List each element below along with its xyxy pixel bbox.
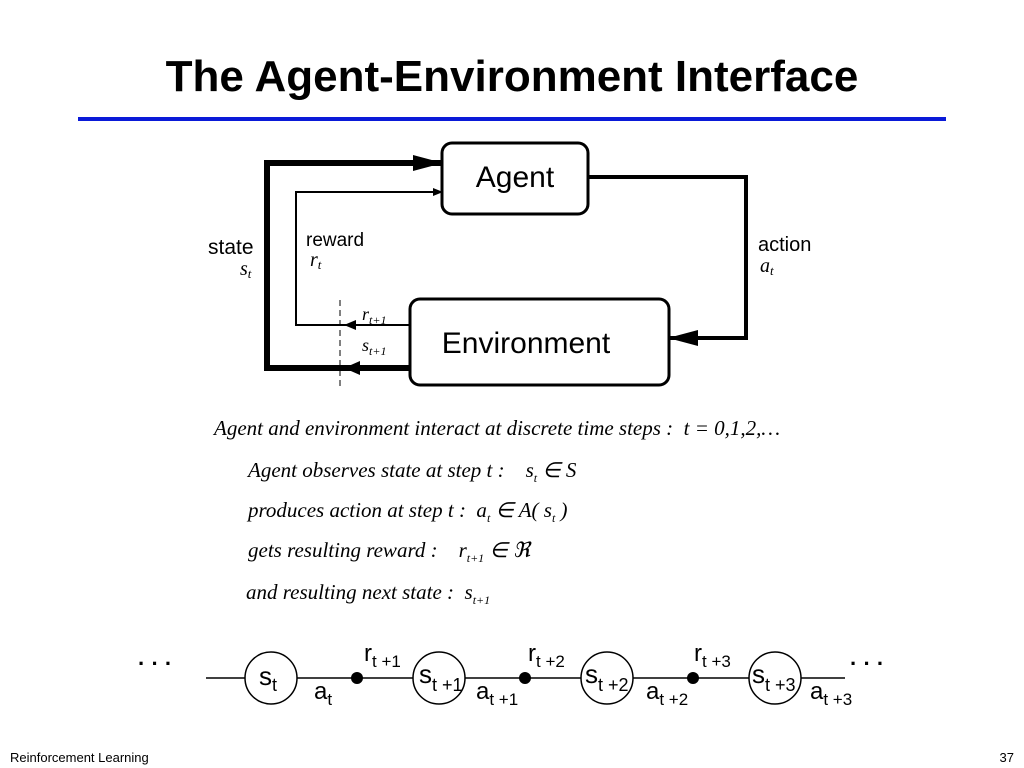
svg-text:st +2: st +2: [585, 659, 629, 695]
seq-state-symbol: s: [585, 659, 598, 689]
next-reward-subscript: t+1: [369, 313, 386, 327]
equation-line-2: Agent observes state at step t : st ∈ S: [248, 458, 576, 486]
state-node: [412, 651, 466, 705]
seq-state-subscript: t +3: [765, 675, 796, 695]
state-label: state: [208, 236, 254, 259]
equation-line-4: gets resulting reward : rt+1 ∈ ℜ: [248, 538, 530, 566]
eq2-tail: ∈ S: [537, 458, 577, 482]
svg-text:rt+1: rt+1: [362, 304, 386, 327]
reward-dot: [519, 672, 531, 684]
reward-symbol: r: [310, 249, 318, 271]
environment-label: Environment: [442, 327, 611, 360]
svg-text:at: at: [760, 255, 774, 278]
next-state-symbol: s: [362, 335, 369, 355]
next-state-arrowhead: [344, 361, 360, 375]
eq4-text: gets resulting reward : r: [248, 538, 467, 562]
seq-reward-subscript: t +3: [702, 652, 731, 671]
state-node: [580, 651, 634, 705]
state-arrow: [264, 155, 443, 371]
action-arrow: [588, 175, 748, 346]
ellipsis-left: · · ·: [138, 651, 172, 676]
svg-text:st: st: [240, 258, 252, 281]
svg-text:at +3: at +3: [810, 678, 852, 709]
seq-reward-symbol: r: [694, 640, 702, 667]
seq-reward-symbol: r: [364, 640, 372, 667]
svg-text:st: st: [259, 661, 277, 695]
reward-label: reward: [306, 230, 364, 251]
svg-text:st +1: st +1: [419, 659, 463, 695]
next-reward-arrowhead: [344, 320, 356, 330]
svg-text:at: at: [314, 678, 332, 709]
svg-text:st+1: st+1: [362, 335, 386, 358]
ellipsis-right: · · ·: [850, 651, 884, 676]
slide-title: The Agent-Environment Interface: [165, 52, 859, 101]
seq-reward-subscript: t +1: [372, 652, 401, 671]
seq-action-subscript: t: [327, 690, 332, 709]
next-reward-symbol: r: [362, 304, 370, 324]
eq5-sub: t+1: [472, 593, 491, 608]
equation-line-3: produces action at step t : at ∈ A( st ): [248, 498, 568, 526]
state-subscript: t: [248, 266, 252, 281]
eq2-sub: t: [533, 471, 538, 486]
seq-state-subscript: t +1: [432, 675, 463, 695]
svg-text:rt +1: rt +1: [364, 640, 401, 671]
eq3-sub: t: [486, 511, 491, 526]
footer-page-number: 37: [999, 750, 1014, 765]
seq-action-subscript: t +2: [659, 690, 688, 709]
reward-dot: [351, 672, 363, 684]
seq-action-symbol: a: [646, 678, 660, 705]
seq-action-subscript: t +1: [489, 690, 518, 709]
svg-text:rt: rt: [310, 249, 322, 272]
agent-label: Agent: [476, 161, 555, 194]
eq3-tail: ): [555, 498, 568, 522]
eq4-tail: ∈ ℜ: [484, 538, 531, 562]
svg-text:rt +3: rt +3: [694, 640, 731, 671]
eq5-text: and resulting next state : s: [246, 580, 473, 604]
eq3-sub2: t: [551, 511, 556, 526]
svg-text:st +3: st +3: [752, 659, 796, 695]
seq-state-subscript: t +2: [598, 675, 629, 695]
seq-action-symbol: a: [810, 678, 824, 705]
eq3-text: produces action at step t : a: [248, 498, 487, 522]
seq-reward-symbol: r: [528, 640, 536, 667]
seq-state-symbol: s: [752, 659, 765, 689]
action-subscript: t: [770, 263, 774, 278]
seq-state-symbol: s: [259, 661, 272, 691]
seq-action-symbol: a: [314, 678, 328, 705]
svg-text:at +2: at +2: [646, 678, 688, 709]
seq-reward-subscript: t +2: [536, 652, 565, 671]
footer-course-name: Reinforcement Learning: [10, 750, 149, 765]
eq3-mid: ∈ A( s: [490, 498, 552, 522]
next-state-subscript: t+1: [369, 344, 386, 358]
eq4-sub: t+1: [466, 551, 485, 566]
svg-text:at +1: at +1: [476, 678, 518, 709]
reward-dot: [687, 672, 699, 684]
svg-text:rt +2: rt +2: [528, 640, 565, 671]
title-divider: [78, 117, 946, 121]
eq2-text: Agent observes state at step t : s: [248, 458, 534, 482]
reward-subscript: t: [318, 257, 322, 272]
equation-line-1: Agent and environment interact at discre…: [214, 416, 781, 440]
action-label: action: [758, 234, 811, 256]
seq-action-subscript: t +3: [823, 690, 852, 709]
seq-action-symbol: a: [476, 678, 490, 705]
seq-state-symbol: s: [419, 659, 432, 689]
equation-line-5: and resulting next state : st+1: [246, 580, 490, 608]
state-node: [748, 651, 802, 705]
seq-state-subscript: t: [272, 675, 277, 695]
state-node: [244, 651, 298, 705]
action-symbol: a: [760, 255, 770, 277]
state-symbol: s: [240, 258, 248, 280]
